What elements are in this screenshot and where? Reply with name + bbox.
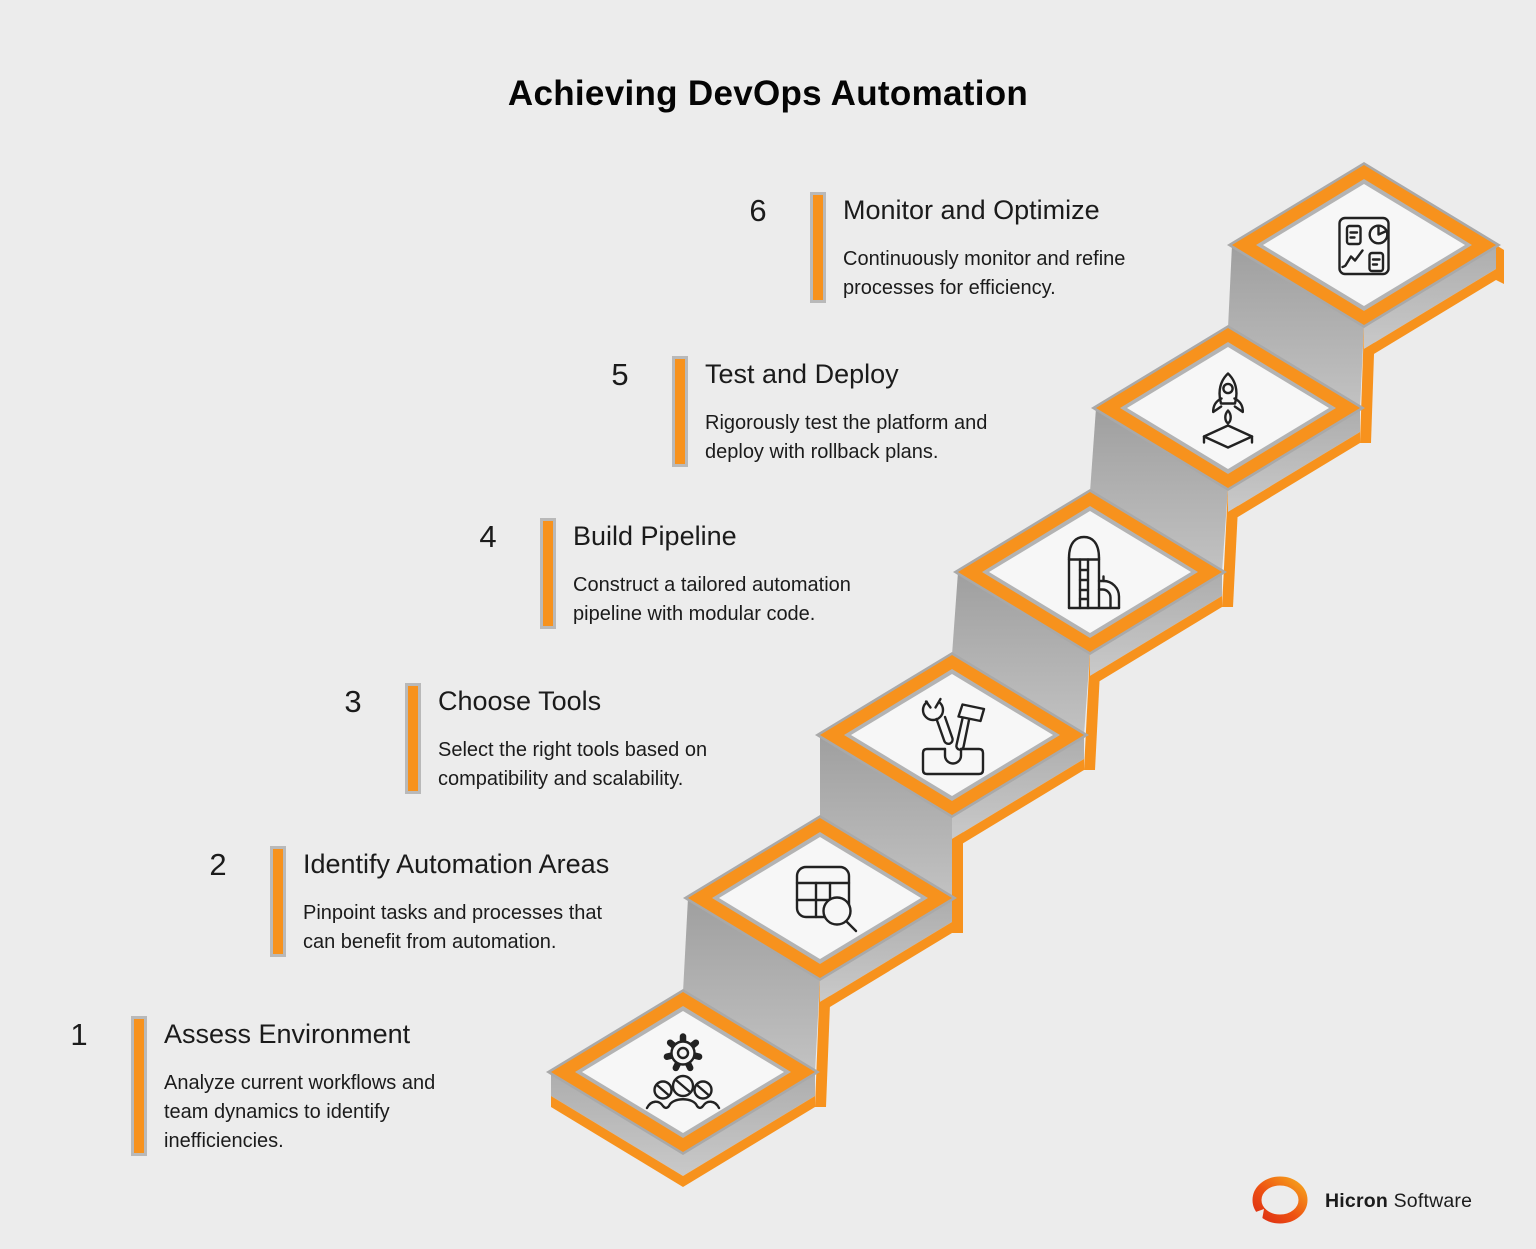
step-number: 1	[70, 1017, 88, 1052]
brand-name-bold: Hicron	[1325, 1189, 1388, 1212]
step-title: Identify Automation Areas	[303, 849, 610, 879]
step-block-5: 5 Test and Deploy Rigorously test the pl…	[594, 356, 987, 467]
step-title: Choose Tools	[438, 686, 602, 716]
step-description: Construct a tailored automation pipeline…	[573, 573, 851, 625]
step-title: Assess Environment	[164, 1019, 411, 1049]
step-block-2: 2 Identify Automation Areas Pinpoint tas…	[192, 846, 609, 957]
stair-step-2	[683, 815, 957, 1107]
brand-name-regular: Software	[1387, 1189, 1473, 1212]
step-accent-bar	[810, 192, 826, 303]
stair-step-3	[815, 652, 1089, 933]
step-number: 6	[749, 193, 767, 228]
stair-step-6	[1227, 162, 1504, 443]
step-number: 4	[479, 519, 497, 554]
stair-step-5	[1090, 325, 1365, 607]
step-block-1: 1 Assess Environment Analyze current wor…	[53, 1016, 435, 1156]
step-title: Build Pipeline	[573, 521, 737, 551]
step-description: Select the right tools based on compatib…	[438, 738, 708, 790]
step-block-4: 4 Build Pipeline Construct a tailored au…	[462, 518, 851, 629]
step-block-6: 6 Monitor and Optimize Continuously moni…	[732, 192, 1125, 303]
step-number: 5	[611, 357, 629, 392]
step-number: 2	[209, 847, 227, 882]
step-accent-bar	[405, 683, 421, 794]
step-number: 3	[344, 684, 362, 719]
step-description: Analyze current workflows and team dynam…	[164, 1071, 436, 1152]
step-accent-bar	[131, 1016, 147, 1156]
brand-logo: Hicron Software	[1250, 1174, 1472, 1228]
step-title: Monitor and Optimize	[843, 195, 1100, 225]
step-accent-bar	[672, 356, 688, 467]
step-accent-bar	[540, 518, 556, 629]
hicron-ring-logo	[1252, 1176, 1308, 1224]
step-block-3: 3 Choose Tools Select the right tools ba…	[327, 683, 707, 794]
stair-step-1	[546, 989, 820, 1187]
stair-step-4	[952, 489, 1227, 770]
step-accent-bar	[270, 846, 286, 957]
step-title: Test and Deploy	[705, 359, 899, 389]
page-title: Achieving DevOps Automation	[507, 74, 1029, 113]
brand-name: Hicron Software	[1325, 1190, 1472, 1213]
step-description: Continuously monitor and refine processe…	[843, 247, 1126, 299]
step-description: Rigorously test the platform and deploy …	[705, 411, 988, 463]
step-description: Pinpoint tasks and processes that can be…	[303, 901, 603, 953]
